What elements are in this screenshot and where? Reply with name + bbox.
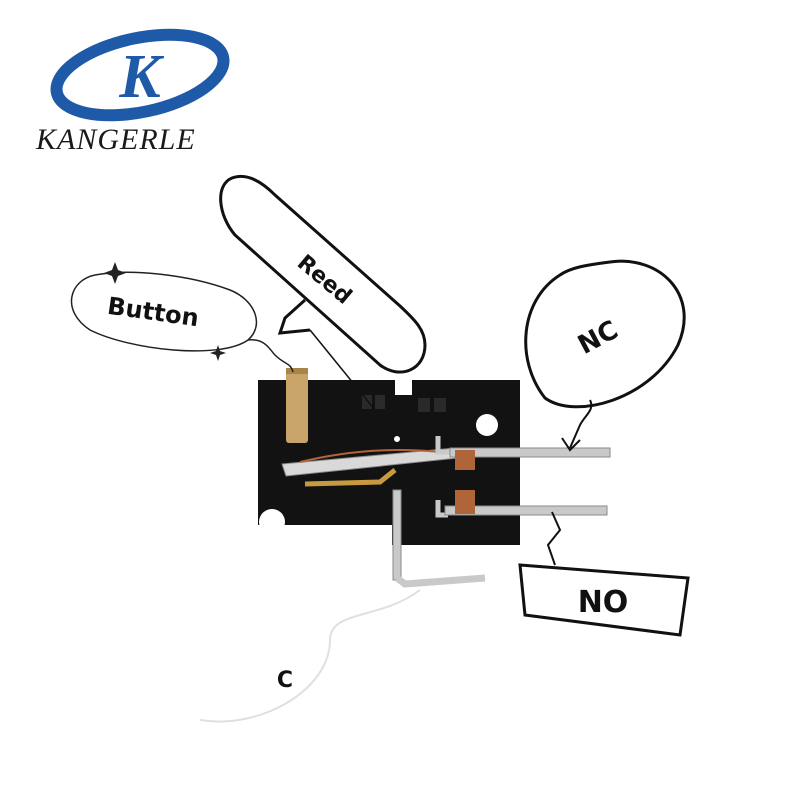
button-callout: Button [71,262,293,372]
sparkle-icon [104,262,126,284]
actuator-button [286,368,308,443]
nc-callout: NC [526,261,684,450]
label-no: NO [578,585,629,620]
no-terminal [438,490,607,515]
c-callout: C [200,590,420,722]
no-callout: NO [520,512,688,635]
label-button: Button [106,292,201,333]
label-c: C [277,668,293,693]
sparkle-icon [210,345,226,361]
label-nc: NC [573,315,623,361]
